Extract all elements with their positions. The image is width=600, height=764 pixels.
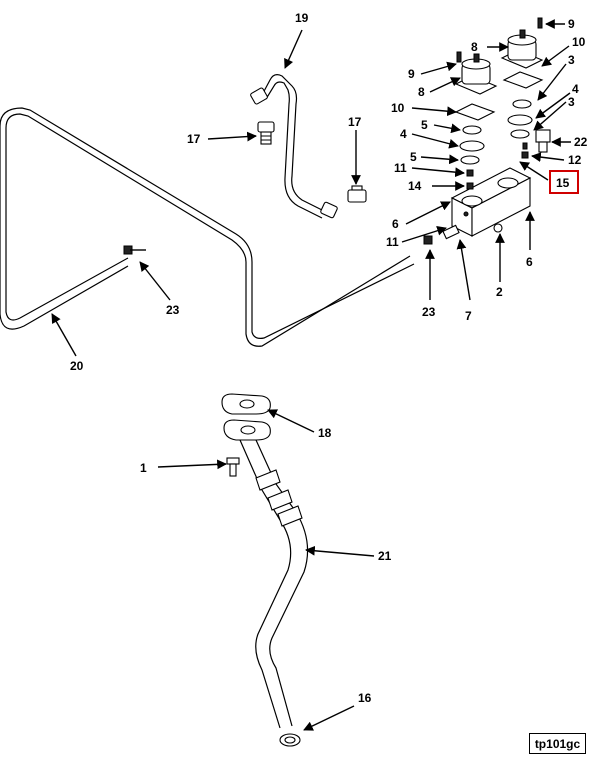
callout-8-right: 8 [471, 40, 478, 54]
leader-arrows [51, 19, 571, 731]
screw-9-left [456, 51, 462, 63]
callout-21: 21 [378, 549, 392, 563]
gasket-10-right [502, 71, 544, 89]
highlight-box-15 [549, 170, 579, 194]
callout-11-upper: 11 [394, 161, 407, 175]
tube-line-20 [0, 107, 415, 347]
callout-16: 16 [358, 691, 372, 705]
screw-9-right [537, 17, 543, 29]
bolt-1 [226, 457, 240, 477]
callout-18: 18 [318, 426, 332, 440]
callout-4-right: 4 [572, 82, 579, 96]
reference-code-box: tp101gc [529, 733, 586, 754]
callout-20: 20 [70, 359, 84, 373]
callout-17-right: 17 [348, 115, 362, 129]
callout-3-left: 5 [421, 118, 428, 132]
plugs-11-12-14 [466, 142, 529, 190]
callout-6-right: 6 [526, 255, 533, 269]
callout-9-left: 9 [408, 67, 415, 81]
callout-14: 14 [408, 179, 422, 193]
valve-manifold [450, 167, 532, 237]
solenoid-8-left [454, 53, 498, 95]
callout-19: 19 [295, 11, 309, 25]
callout-10-right: 10 [572, 35, 586, 49]
callout-22: 22 [574, 135, 588, 149]
callout-17-left: 17 [187, 132, 201, 146]
callout-4-left: 4 [400, 127, 407, 141]
fitting-17-right [347, 185, 367, 203]
fitting-7 [442, 224, 460, 240]
fitting-17-left [257, 121, 275, 145]
reference-code: tp101gc [534, 736, 581, 751]
callout-23-right: 23 [422, 305, 436, 319]
callout-12: 12 [568, 153, 582, 167]
callout-5-right: 3 [568, 95, 575, 109]
callout-15: 15 [556, 176, 570, 190]
tube-21 [239, 439, 309, 729]
gasket-10-left [454, 103, 496, 121]
clip-23-right [423, 235, 433, 245]
callout-5-left: 5 [410, 150, 417, 164]
flange-18 [221, 393, 271, 441]
callout-1: 1 [140, 461, 147, 475]
seal-16 [279, 733, 301, 747]
callout-6-left: 6 [392, 217, 399, 231]
clip-23-left [123, 245, 146, 255]
callout-7: 7 [465, 309, 472, 323]
fitting-22 [535, 129, 551, 153]
tube-line-19 [250, 74, 338, 219]
solenoid-8-right [500, 29, 544, 69]
callout-2: 2 [496, 285, 503, 299]
callout-3-right: 3 [568, 53, 575, 67]
seal-stack-right [507, 99, 533, 139]
callout-9-right: 9 [568, 17, 575, 31]
callout-11-lower: 11 [386, 235, 399, 249]
callout-10-left: 10 [391, 101, 405, 115]
callout-labels: 19 9 8 10 3 9 8 10 4 5 3 4 5 22 17 17 11… [70, 11, 588, 705]
seal-stack-left [459, 125, 485, 165]
callout-8-left: 8 [418, 85, 425, 99]
callout-23-left: 23 [166, 303, 180, 317]
